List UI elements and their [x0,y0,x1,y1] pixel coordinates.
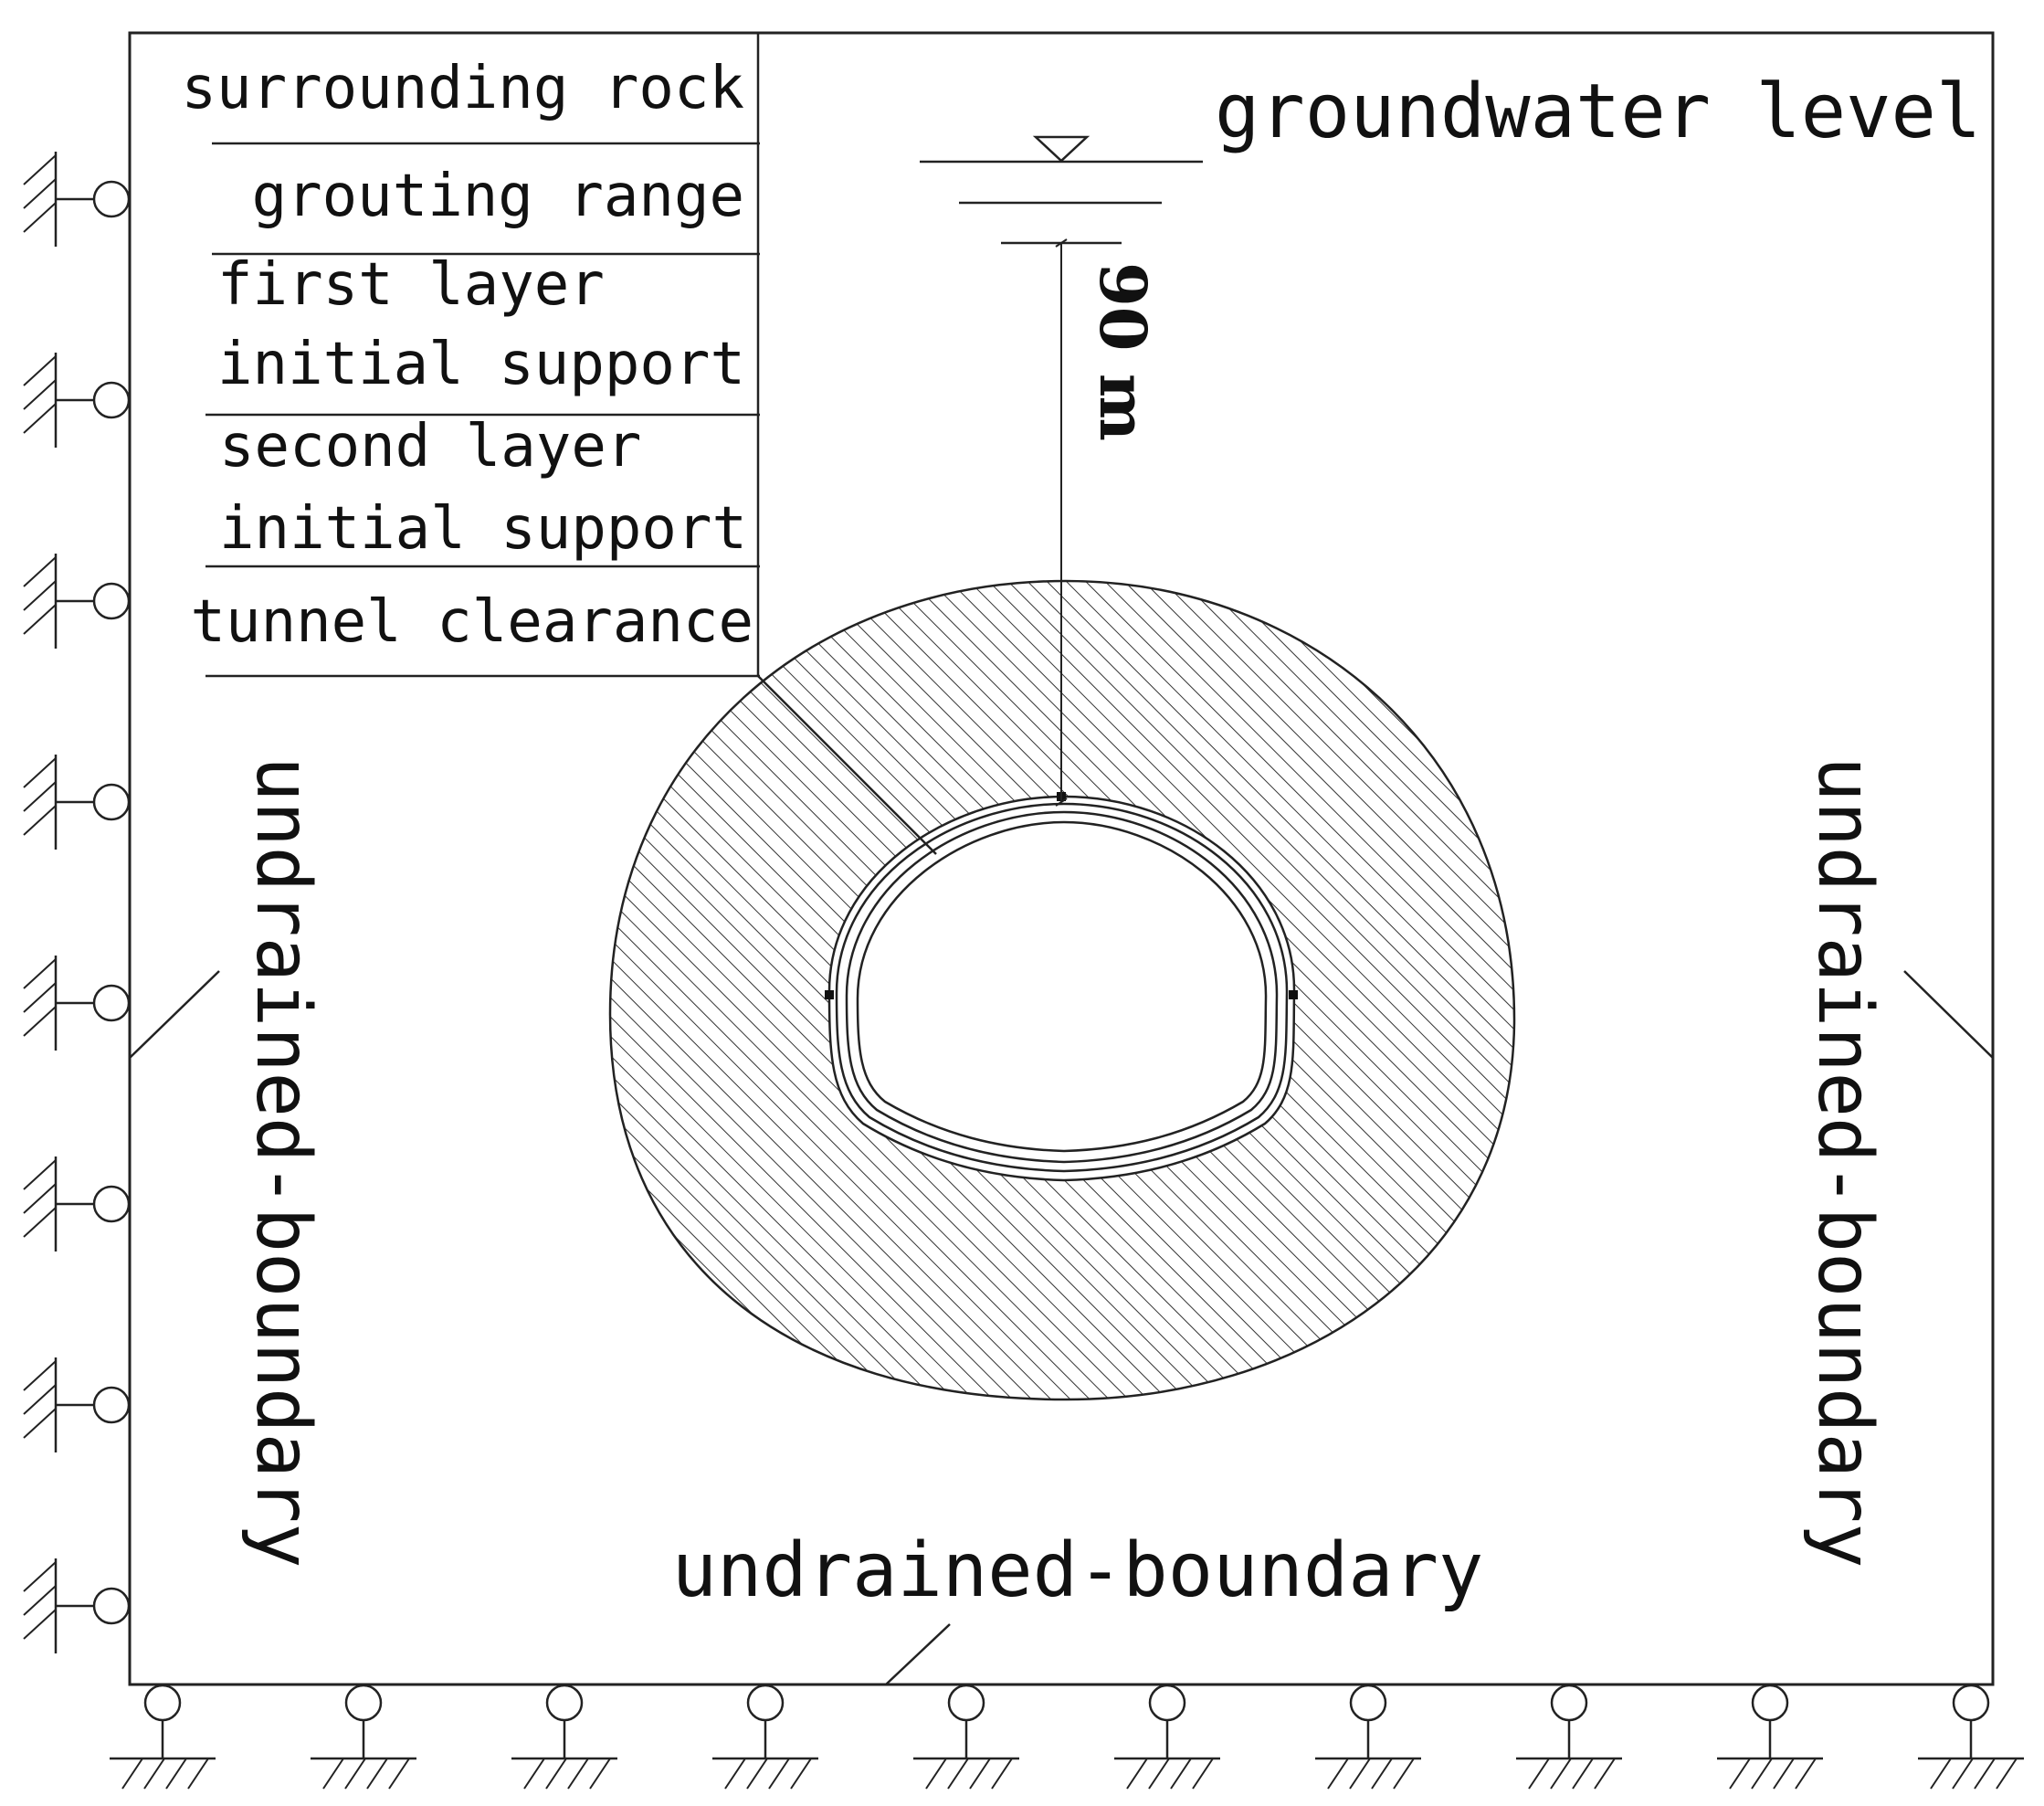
groundwater-symbol [920,135,1203,245]
left-roller-support [23,956,131,1051]
bottom-roller-support [110,1684,216,1790]
left-roller-supports [23,152,131,1653]
right-wall-monitor-point [1289,990,1298,999]
bottom-roller-supports [110,1684,2024,1790]
left-roller-support [23,152,131,247]
bottom-roller-support [1717,1684,1823,1790]
left-roller-support [23,755,131,850]
bottom-roller-support [1114,1684,1220,1790]
legend-surrounding-rock: surrounding rock [182,55,745,122]
bottom-roller-support [712,1684,818,1790]
undrained-left-label: undrained-boundary [239,756,326,1568]
left-wall-monitor-point [825,990,834,999]
left-roller-support [23,1357,131,1452]
bottom-roller-support [1516,1684,1622,1790]
left-roller-support [23,1558,131,1653]
left-roller-support [23,554,131,649]
bottom-roller-support [1918,1684,2024,1790]
undrained-bottom-leader [885,1623,951,1685]
tunnel-clearance-outline [856,820,1268,1153]
depth-label: 90 m [1085,262,1161,441]
bottom-roller-support [511,1684,617,1790]
model-boundary [128,31,1995,1686]
legend-tunnel-clearance: tunnel clearance [191,588,754,656]
bottom-roller-support [1315,1684,1421,1790]
groundwater-label: groundwater level [1215,69,1981,155]
undrained-left-leader [129,970,220,1059]
undrained-bottom-label: undrained-boundary [672,1527,1484,1614]
legend-grouting-range: grouting range [252,163,744,230]
legend-second-layer-line2: initial support [219,495,747,563]
legend-table [205,33,937,855]
bottom-roller-support [311,1684,416,1790]
grouting-ring [608,579,1516,1401]
undrained-right-leader [1903,970,1994,1059]
legend-first-layer-line1: first layer [217,251,605,319]
depth-dimension [1055,238,1068,807]
bottom-roller-support [913,1684,1019,1790]
left-roller-support [23,353,131,448]
legend-first-layer-line2: initial support [217,331,745,398]
second-layer-support-outline [835,802,1289,1173]
undrained-right-label: undrained-boundary [1801,756,1888,1568]
left-roller-support [23,1156,131,1252]
first-layer-support-outline [845,810,1279,1164]
legend-second-layer-line1: second layer [219,413,641,481]
